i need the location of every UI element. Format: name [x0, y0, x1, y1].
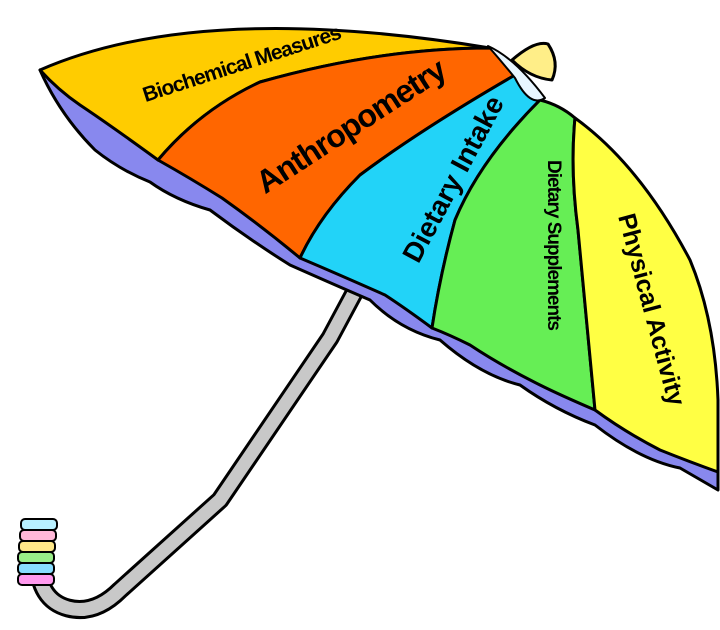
label-dietary-supplements: Dietary Supplements	[543, 160, 564, 330]
grip-stripe	[18, 574, 54, 585]
umbrella-handle	[38, 282, 360, 610]
grip-stripe	[18, 552, 54, 563]
grip-stripe	[21, 519, 57, 530]
grip-stripe	[19, 541, 55, 552]
handle-shaft	[38, 282, 360, 610]
grip-stripe	[18, 563, 54, 574]
handle-grip	[18, 519, 57, 585]
grip-stripe	[20, 530, 56, 541]
